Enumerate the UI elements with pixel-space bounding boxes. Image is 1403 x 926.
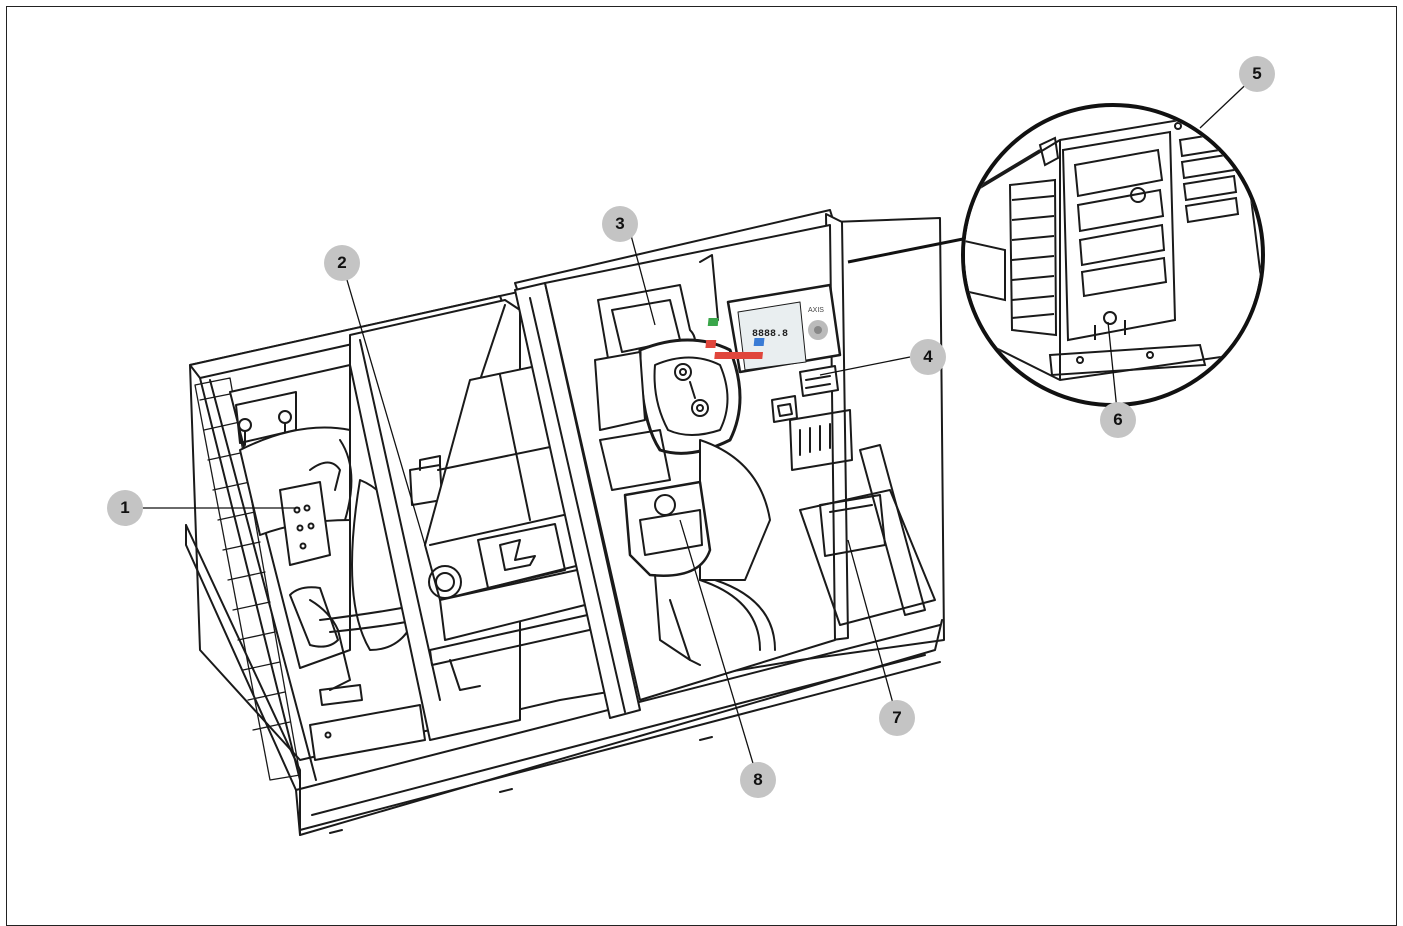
leader-4 <box>819 356 911 376</box>
callout-7: 7 <box>879 700 915 736</box>
callout-3: 3 <box>602 206 638 242</box>
callout-5: 5 <box>1239 56 1275 92</box>
control-panel <box>726 283 853 471</box>
centre-divider <box>514 282 641 719</box>
combustion-blower <box>594 284 776 666</box>
callout-6: 6 <box>1100 402 1136 438</box>
leader-7 <box>847 539 898 719</box>
display-digits: 8888.8 <box>752 329 788 340</box>
leader-3 <box>627 223 656 326</box>
leader-2 <box>341 262 426 546</box>
callout-8: 8 <box>740 762 776 798</box>
callout-1: 1 <box>107 490 143 526</box>
leader-lines <box>142 73 1258 781</box>
burner-fan-assembly <box>229 364 441 761</box>
leader-8 <box>679 519 759 781</box>
display-brand-text: AXIS <box>808 307 824 314</box>
callout-2: 2 <box>324 245 360 281</box>
callout-4: 4 <box>910 339 946 375</box>
inset-detail <box>847 103 1265 407</box>
display-screen <box>705 318 828 359</box>
